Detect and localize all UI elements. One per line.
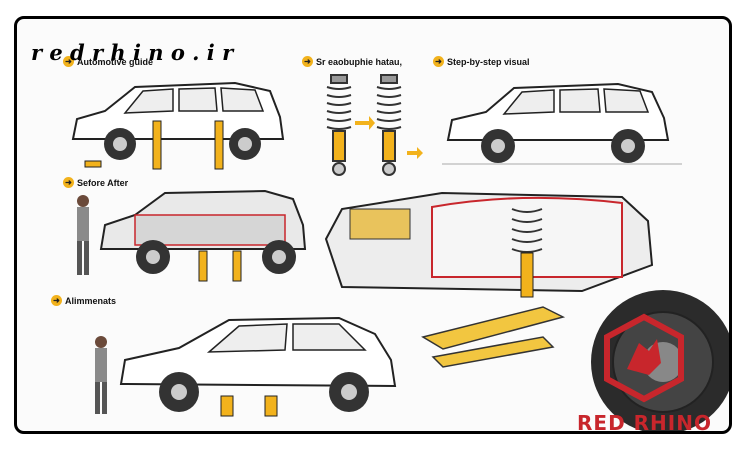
suv-on-jack-stands xyxy=(71,81,285,170)
panel-label-step-by-step: ➜ Step-by-step visual xyxy=(433,56,530,67)
panel-label-automotive-guide: ➜ Automotive guide xyxy=(63,56,153,67)
arrow-icon: ➜ xyxy=(63,56,74,67)
alignment-suv-with-mechanic xyxy=(95,316,397,417)
panel-label-shock: ➜ Sr eaobuphie hatau, xyxy=(302,56,402,67)
large-suspension-cutaway xyxy=(324,191,654,298)
panel-label-alignments: ➜ Alimmenats xyxy=(51,295,116,306)
panel-label-before-after: ➜ Sefore After xyxy=(63,177,128,188)
arrow-icon: ➜ xyxy=(302,56,313,67)
brand-logo-text: RED RHINO xyxy=(577,411,712,434)
rhino-logo-icon xyxy=(604,313,684,403)
cutaway-suv-with-mechanic xyxy=(77,189,307,282)
mechanic-icon xyxy=(95,336,107,414)
watermark-text: r e d r h i n o . i r xyxy=(31,40,234,65)
suv-step-by-step xyxy=(442,82,682,165)
arrow-icon: ➜ xyxy=(51,295,62,306)
mechanic-icon xyxy=(77,195,89,275)
arrow-icon: ➜ xyxy=(63,177,74,188)
infographic-frame: ➜ Automotive guide ➜ Sr eaobuphie hatau,… xyxy=(14,16,732,434)
arrow-icon: ➜ xyxy=(433,56,444,67)
coilover-icon xyxy=(326,74,423,176)
